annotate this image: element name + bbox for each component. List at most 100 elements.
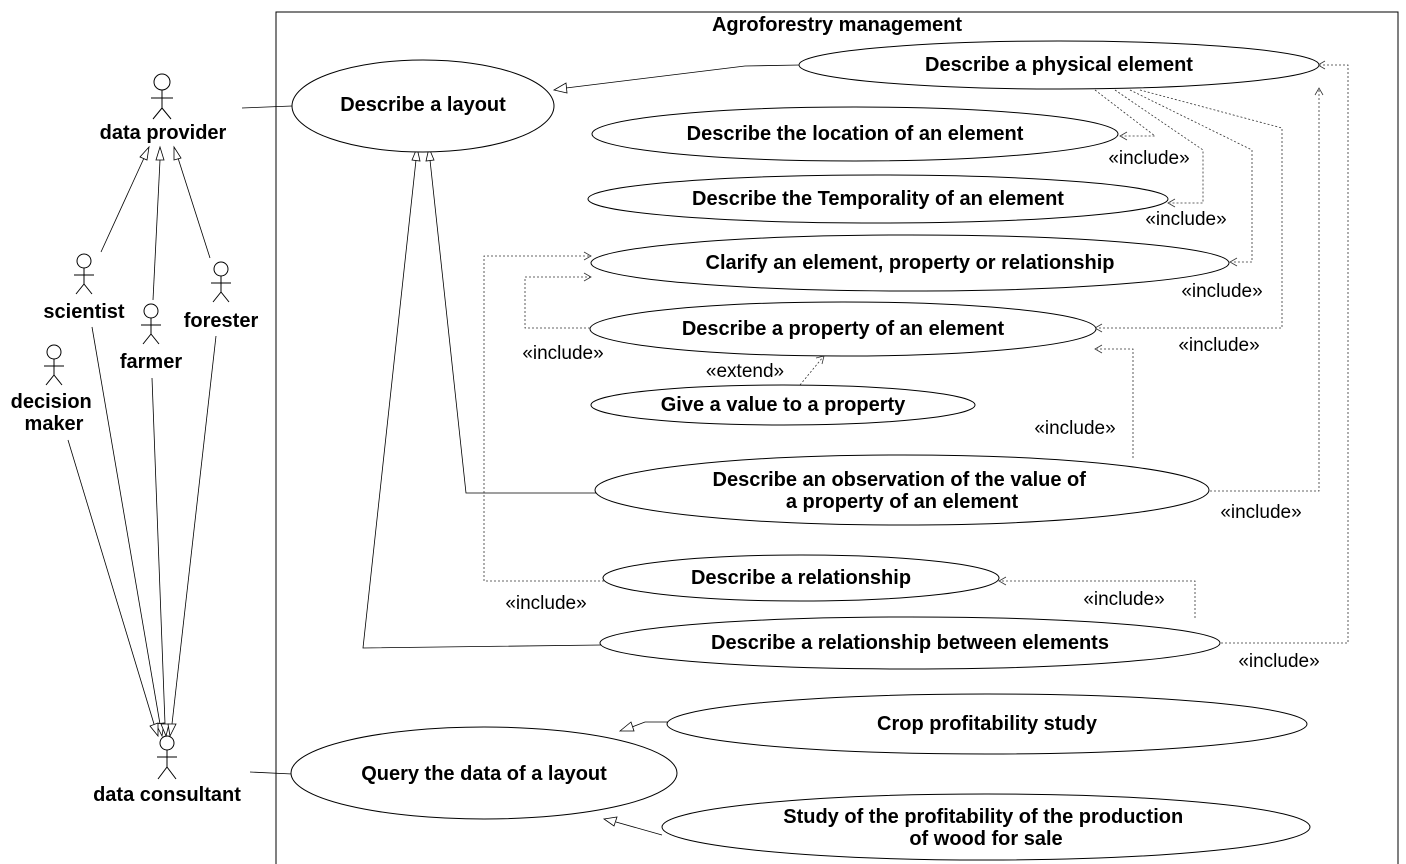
include-arrowhead bbox=[583, 251, 592, 261]
generalization-scientist-consultant bbox=[91, 326, 161, 725]
use-case-describe-location[interactable]: Describe the location of an element bbox=[591, 106, 1119, 162]
generalization-arrowhead bbox=[167, 723, 177, 738]
actor-label: decision maker bbox=[11, 391, 98, 435]
stick-figure-icon bbox=[157, 735, 177, 780]
include-physical-location bbox=[1094, 89, 1157, 137]
actor-generalizations bbox=[67, 145, 217, 738]
use-case-label: Give a value to a property bbox=[661, 394, 906, 416]
use-case-describe-relationship-between[interactable]: Describe a relationship between elements bbox=[599, 616, 1221, 670]
generalization-decision-maker-consultant bbox=[67, 439, 155, 725]
include-physical-clarify bbox=[1129, 89, 1253, 263]
actor-label: data consultant bbox=[93, 784, 241, 806]
actor-scientist[interactable]: scientist bbox=[43, 253, 125, 323]
use-case-describe-observation[interactable]: Describe an observation of the value of … bbox=[594, 454, 1210, 526]
use-case-label: Describe a property of an element bbox=[682, 318, 1005, 340]
include-physical-property bbox=[1097, 89, 1283, 329]
include-arrowhead bbox=[1314, 87, 1324, 96]
use-case-describe-physical-element[interactable]: Describe a physical element bbox=[798, 40, 1320, 90]
generalization-arrowhead bbox=[173, 145, 182, 161]
include-label: «include» bbox=[1238, 651, 1319, 672]
include-label: «include» bbox=[1181, 281, 1262, 302]
include-arrowhead bbox=[998, 576, 1007, 586]
association-consultant-query bbox=[249, 771, 293, 775]
use-case-label: Describe the location of an element bbox=[687, 123, 1024, 145]
include-label: «include» bbox=[522, 343, 603, 364]
extend-label: «extend» bbox=[706, 361, 784, 382]
generalization-arrowhead bbox=[155, 145, 165, 161]
use-case-label: Describe a physical element bbox=[925, 54, 1193, 76]
use-case-query-data[interactable]: Query the data of a layout bbox=[290, 726, 678, 820]
include-observation-property bbox=[1097, 348, 1134, 458]
use-case-label: Describe an observation of the value of … bbox=[713, 469, 1092, 513]
use-case-label: Study of the profitability of the produc… bbox=[783, 806, 1189, 850]
generalization-forester-provider bbox=[177, 157, 211, 259]
use-case-wood-profitability[interactable]: Study of the profitability of the produc… bbox=[661, 793, 1311, 861]
actor-farmer[interactable]: farmer bbox=[120, 303, 182, 373]
use-case-label: Clarify an element, property or relation… bbox=[706, 252, 1115, 274]
generalization-farmer-consultant bbox=[151, 377, 166, 725]
include-arrowhead bbox=[1229, 257, 1238, 267]
generalization-relationship-between-layout bbox=[362, 159, 602, 649]
stick-figure-icon bbox=[74, 253, 94, 295]
generalization-arrowhead bbox=[602, 816, 618, 827]
generalization-scientist-provider bbox=[100, 157, 145, 253]
include-arrowhead bbox=[1119, 131, 1128, 141]
include-label: «include» bbox=[1034, 418, 1115, 439]
generalization-arrowhead bbox=[618, 721, 635, 732]
actor-forester[interactable]: forester bbox=[184, 261, 259, 332]
include-between-relationship bbox=[1001, 580, 1196, 618]
use-case-describe-property[interactable]: Describe a property of an element bbox=[589, 301, 1097, 357]
generalization-wood-query bbox=[615, 821, 663, 836]
generalization-arrowhead bbox=[552, 82, 568, 94]
include-label: «include» bbox=[1108, 148, 1189, 169]
include-arrowhead bbox=[1094, 344, 1103, 354]
use-case-crop-profitability[interactable]: Crop profitability study bbox=[666, 693, 1308, 755]
use-case-describe-layout[interactable]: Describe a layout bbox=[291, 59, 555, 153]
use-case-label: Describe a relationship between elements bbox=[711, 632, 1109, 654]
actor-label: forester bbox=[184, 310, 259, 332]
stick-figure-icon bbox=[211, 261, 231, 303]
include-label: «include» bbox=[505, 593, 586, 614]
generalization-forester-consultant bbox=[171, 335, 217, 725]
generalization-physical-layout bbox=[565, 64, 801, 89]
use-case-label: Describe a relationship bbox=[691, 567, 911, 589]
use-case-label: Query the data of a layout bbox=[361, 763, 607, 785]
stereotype-labels: «include» «include» «include» «include» … bbox=[505, 148, 1319, 672]
generalization-arrowhead bbox=[149, 722, 159, 738]
generalization-arrowhead bbox=[425, 146, 435, 162]
include-label: «include» bbox=[1178, 335, 1259, 356]
stick-figure-icon bbox=[141, 303, 161, 345]
include-arrowhead bbox=[583, 272, 592, 282]
use-case-give-value[interactable]: Give a value to a property bbox=[590, 384, 976, 426]
system-title: Agroforestry management bbox=[712, 14, 962, 36]
include-physical-temporality bbox=[1114, 89, 1204, 204]
usecase-generalizations bbox=[362, 64, 801, 836]
include-relationship-clarify bbox=[483, 255, 604, 582]
generalization-arrowhead bbox=[411, 146, 421, 162]
actor-data-provider[interactable]: data provider bbox=[100, 73, 227, 144]
include-label: «include» bbox=[1220, 502, 1301, 523]
stick-figure-icon bbox=[151, 73, 173, 120]
use-case-label: Describe a layout bbox=[340, 94, 506, 116]
use-case-label: Crop profitability study bbox=[877, 713, 1098, 735]
system-boundary bbox=[275, 11, 1399, 864]
stick-figure-icon bbox=[44, 344, 64, 386]
actor-label: data provider bbox=[100, 122, 227, 144]
include-property-clarify bbox=[524, 276, 590, 329]
use-case-describe-relationship[interactable]: Describe a relationship bbox=[602, 554, 1000, 602]
extend-value-property bbox=[799, 356, 824, 386]
actor-decision-maker[interactable]: decision maker bbox=[11, 344, 98, 435]
actor-label: farmer bbox=[120, 351, 182, 373]
actor-label: scientist bbox=[43, 301, 124, 323]
include-label: «include» bbox=[1145, 209, 1226, 230]
generalization-crop-query bbox=[631, 721, 668, 728]
generalization-observation-layout bbox=[429, 159, 596, 494]
use-case-describe-temporality[interactable]: Describe the Temporality of an element bbox=[587, 174, 1169, 224]
include-label: «include» bbox=[1083, 589, 1164, 610]
association-provider-layout bbox=[241, 105, 293, 109]
use-case-clarify[interactable]: Clarify an element, property or relation… bbox=[590, 234, 1230, 292]
associations bbox=[241, 105, 293, 775]
use-case-label: Describe the Temporality of an element bbox=[692, 188, 1064, 210]
actor-data-consultant[interactable]: data consultant bbox=[93, 735, 241, 806]
